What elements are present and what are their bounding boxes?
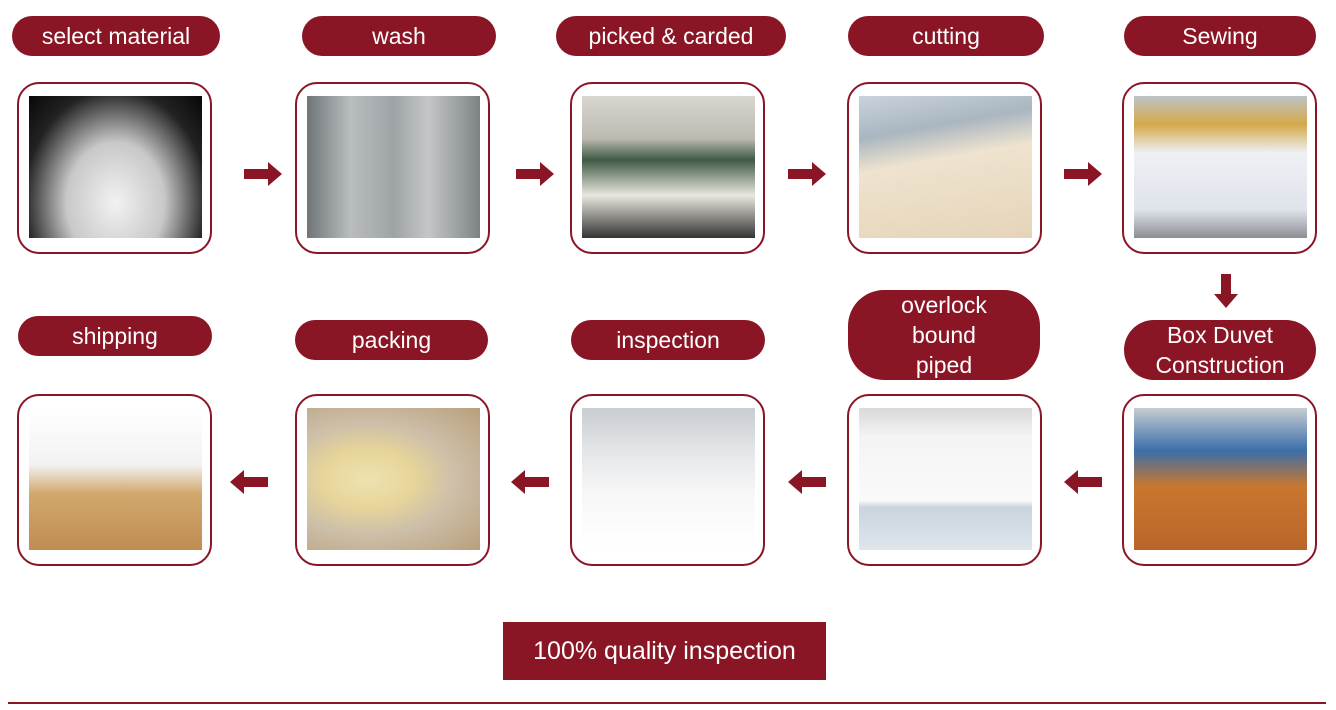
arrow-right-icon xyxy=(516,162,554,186)
packing-box-image xyxy=(307,408,480,550)
sewing-machine-image xyxy=(1134,96,1307,238)
delivery-man-image xyxy=(29,408,202,550)
feathers-image xyxy=(29,96,202,238)
arrow-down-icon xyxy=(1214,274,1238,308)
arrow-right-icon xyxy=(788,162,826,186)
overlock-edge-image xyxy=(859,408,1032,550)
cutting-image xyxy=(859,96,1032,238)
photo-frame-picked-carded xyxy=(570,82,765,254)
bottom-divider xyxy=(8,702,1326,704)
box-duvet-machine-image xyxy=(1134,408,1307,550)
photo-frame-select-material xyxy=(17,82,212,254)
photo-frame-shipping xyxy=(17,394,212,566)
photo-frame-overlock xyxy=(847,394,1042,566)
photo-frame-cutting xyxy=(847,82,1042,254)
washing-machine-image xyxy=(307,96,480,238)
photo-frame-inspection xyxy=(570,394,765,566)
arrow-right-icon xyxy=(1064,162,1102,186)
photo-frame-wash xyxy=(295,82,490,254)
step-label-inspection: inspection xyxy=(571,320,765,360)
arrow-left-icon xyxy=(511,470,549,494)
step-label-shipping: shipping xyxy=(18,316,212,356)
step-label-box-duvet: Box Duvet Construction xyxy=(1124,320,1316,380)
step-label-overlock: overlock bound piped xyxy=(848,290,1040,380)
arrow-left-icon xyxy=(230,470,268,494)
quality-inspection-banner: 100% quality inspection xyxy=(503,622,826,680)
step-label-packing: packing xyxy=(295,320,488,360)
photo-frame-sewing xyxy=(1122,82,1317,254)
photo-frame-box-duvet xyxy=(1122,394,1317,566)
carding-machine-image xyxy=(582,96,755,238)
step-label-wash: wash xyxy=(302,16,496,56)
step-label-select-material: select material xyxy=(12,16,220,56)
photo-frame-packing xyxy=(295,394,490,566)
step-label-sewing: Sewing xyxy=(1124,16,1316,56)
step-label-picked-carded: picked & carded xyxy=(556,16,786,56)
arrow-right-icon xyxy=(244,162,282,186)
inspection-image xyxy=(582,408,755,550)
step-label-cutting: cutting xyxy=(848,16,1044,56)
arrow-left-icon xyxy=(1064,470,1102,494)
arrow-left-icon xyxy=(788,470,826,494)
